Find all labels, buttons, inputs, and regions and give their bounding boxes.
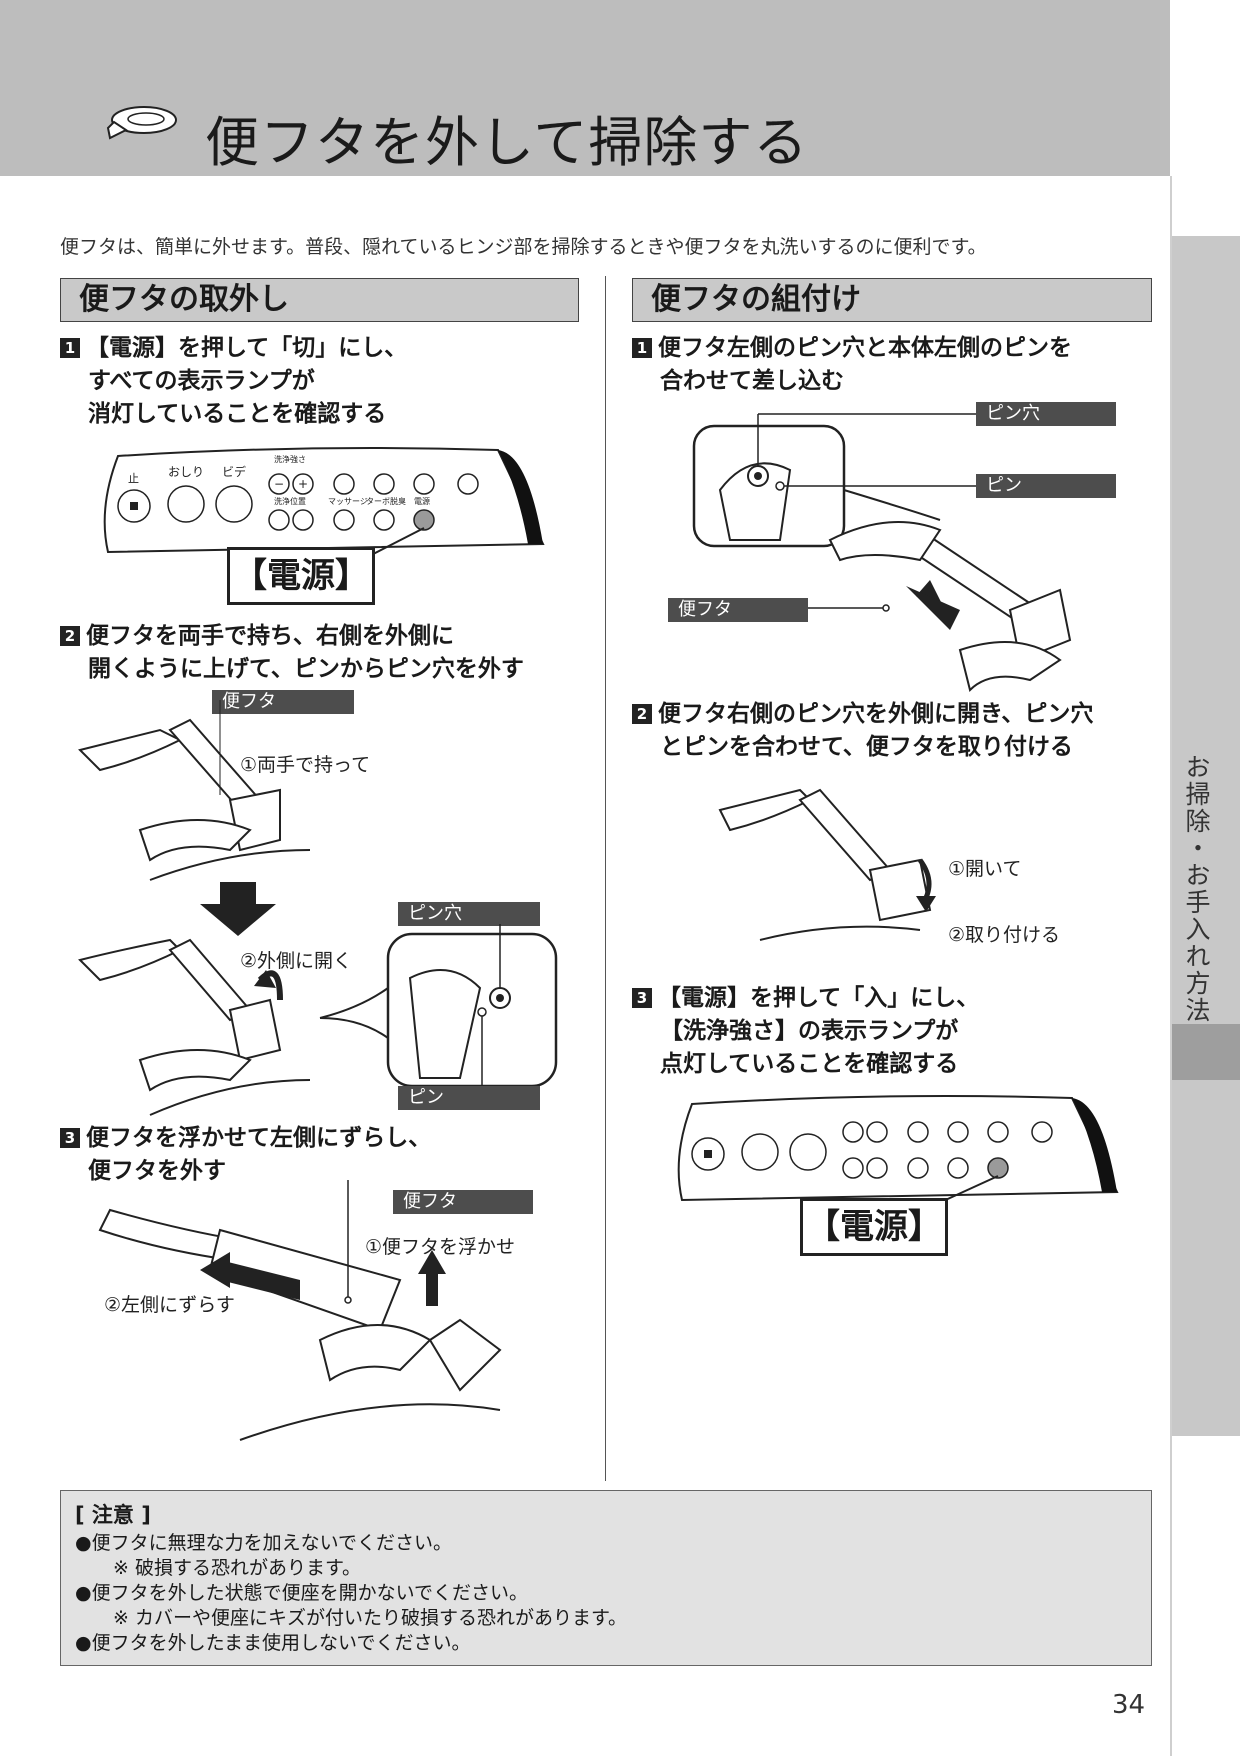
step-text: 便フタを両手で持ち、右側を外側に — [86, 623, 454, 649]
power-callout: 【電源】 — [800, 1198, 948, 1256]
caution-box: [ 注意 ] ●便フタに無理な力を加えないでください。 ※ 破損する恐れがありま… — [60, 1490, 1152, 1666]
step-text: 合わせて差し込む — [660, 368, 844, 394]
step-number: 2 — [632, 704, 652, 724]
section-title-removal: 便フタの取外し — [60, 278, 579, 322]
down-arrow — [200, 882, 276, 936]
power-callout: 【電源】 — [227, 547, 375, 605]
caution-line: ●便フタを外したまま使用しないでください。 — [75, 1632, 471, 1654]
caption-lift: ①便フタを浮かせ — [365, 1236, 516, 1258]
column-divider — [605, 276, 606, 1481]
caption-slide: ②左側にずらす — [104, 1294, 235, 1316]
panel-strength-label: 洗浄強さ — [274, 454, 306, 464]
caution-title: [ 注意 ] — [75, 1503, 151, 1527]
panel-oshiri-label: おしり — [168, 465, 204, 479]
removal-step-2: 2 便フタを両手で持ち、右側を外側に 開くように上げて、ピンからピン穴を外す — [60, 620, 524, 686]
lid-open-illustration — [78, 938, 311, 1116]
control-panel-illustration — [677, 1095, 1119, 1209]
step-text: 便フタを浮かせて左側にずらし、 — [86, 1125, 432, 1151]
caption-hold: ①両手で持って — [240, 754, 371, 776]
step-number: 1 — [60, 338, 80, 358]
caution-line: ●便フタを外した状態で便座を開かないでください。 — [75, 1582, 529, 1604]
removal-step-3: 3 便フタを浮かせて左側にずらし、 便フタを外す — [60, 1122, 431, 1188]
step-number: 3 — [60, 1128, 80, 1148]
lid-insert-illustration — [692, 413, 1072, 692]
page-header: 便フタを外して掃除する — [0, 0, 1170, 176]
section-title-install: 便フタの組付け — [632, 278, 1152, 322]
step-text: 便フタ左側のピン穴と本体左側のピンを — [658, 335, 1072, 361]
svg-text:+: + — [298, 477, 308, 491]
removal-step-1: 1 【電源】を押して「切」にし、 すべての表示ランプが 消灯していることを確認する — [60, 332, 407, 431]
panel-stop-label: 止 — [128, 472, 139, 485]
panel-bidet-label: ビデ — [222, 464, 246, 479]
caution-line: ●便フタに無理な力を加えないでください。 — [75, 1532, 453, 1554]
step-text: 便フタ右側のピン穴を外側に開き、ピン穴 — [658, 701, 1094, 727]
step-number: 1 — [632, 338, 652, 358]
install-step-2: 2 便フタ右側のピン穴を外側に開き、ピン穴 とピンを合わせて、便フタを取り付ける — [632, 698, 1093, 764]
step-number: 3 — [632, 988, 652, 1008]
step-text: 開くように上げて、ピンからピン穴を外す — [88, 656, 524, 682]
panel-massage-label: マッサージ — [328, 497, 368, 506]
panel-turbo-label: ターボ脱臭 — [366, 496, 406, 506]
step-text: 便フタを外す — [88, 1158, 226, 1184]
page-title: 便フタを外して掃除する — [205, 111, 809, 174]
label-pin: ピン — [976, 474, 1116, 498]
lid-lift-illustration — [98, 1180, 502, 1441]
side-tab — [1172, 236, 1240, 1436]
label-pin-hole: ピン穴 — [976, 402, 1116, 426]
step-text: 消灯していることを確認する — [88, 401, 387, 427]
step-text: すべての表示ランプが — [88, 368, 315, 394]
intro-text: 便フタは、簡単に外せます。普段、隠れているヒンジ部を掃除するときや便フタを丸洗い… — [60, 236, 987, 258]
side-tab-marker — [1172, 1024, 1240, 1080]
caution-note: ※ カバーや便座にキズが付いたり破損する恐れがあります。 — [113, 1607, 628, 1629]
side-tab-label: お掃除・お手入れ方法 — [1182, 754, 1211, 1024]
step-text: とピンを合わせて、便フタを取り付ける — [660, 734, 1073, 760]
side-rule — [1170, 176, 1172, 1756]
label-lid: 便フタ — [668, 598, 808, 622]
step-number: 2 — [60, 626, 80, 646]
label-lid: 便フタ — [393, 1190, 533, 1214]
label-pin: ピン — [398, 1086, 540, 1110]
caption-open: ①開いて — [948, 858, 1022, 880]
step-text: 点灯していることを確認する — [660, 1051, 959, 1077]
panel-position-label: 洗浄位置 — [274, 496, 306, 506]
label-pin-hole: ピン穴 — [398, 902, 540, 926]
caption-open: ②外側に開く — [240, 950, 353, 972]
step-text: 【電源】を押して「入」にし、 — [658, 985, 980, 1011]
toilet-seat-icon — [106, 106, 177, 140]
control-panel-illustration: 止 おしり ビデ 洗浄強さ − + 洗浄位置 マッサージ ターボ脱臭 電源 — [103, 447, 545, 571]
lid-attach-illustration — [718, 788, 936, 941]
step-text: 【洗浄強さ】の表示ランプが — [660, 1018, 959, 1044]
step-text: 【電源】を押して「切」にし、 — [86, 335, 408, 361]
install-step-1: 1 便フタ左側のピン穴と本体左側のピンを 合わせて差し込む — [632, 332, 1072, 398]
caption-attach: ②取り付ける — [948, 924, 1061, 946]
panel-power-label: 電源 — [414, 497, 430, 506]
install-step-3: 3 【電源】を押して「入」にし、 【洗浄強さ】の表示ランプが 点灯していることを確… — [632, 982, 979, 1081]
lid-hold-illustration — [78, 700, 311, 881]
svg-text:−: − — [274, 477, 284, 491]
hinge-detail-illustration — [319, 924, 558, 1088]
caution-note: ※ 破損する恐れがあります。 — [113, 1557, 362, 1579]
page-number: 34 — [1112, 1690, 1146, 1720]
label-lid: 便フタ — [212, 690, 354, 714]
